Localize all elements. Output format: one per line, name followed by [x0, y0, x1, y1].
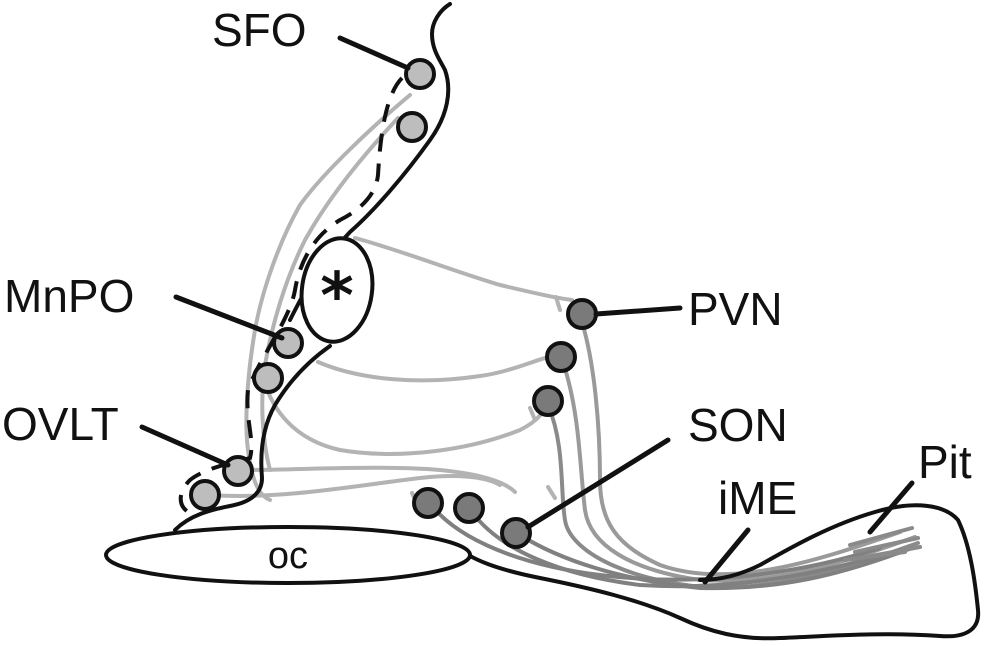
pvn-fiber-2 [564, 370, 917, 583]
fiber-to-pvn-mid [316, 354, 554, 383]
optic-chiasm-label: oc [268, 535, 308, 577]
ime-leader [702, 527, 751, 585]
pvn-neuron-3 [532, 385, 564, 417]
son-leader [525, 437, 671, 530]
son-neuron-2 [453, 492, 485, 524]
lamina-terminalis-fiber-outer [244, 93, 412, 502]
base-and-stalk [453, 503, 981, 641]
fiber-ovlt-to-son [208, 474, 502, 498]
third-ventricle-lower-wall [173, 344, 332, 532]
pvn-leader [593, 305, 683, 317]
pvn-fiber-3 [546, 403, 920, 591]
label-pvn: PVN [688, 283, 783, 335]
region-labels: SFO MnPO OVLT PVN SON iME Pit [2, 4, 972, 524]
pit-terminals [843, 526, 922, 562]
label-son: SON [688, 399, 788, 451]
sfo-neuron-1 [404, 58, 436, 90]
mnpo-leader [173, 294, 285, 341]
son-fiber-3 [518, 533, 914, 591]
pvn-neuron-2 [545, 341, 577, 373]
label-pit: Pit [918, 436, 972, 488]
label-sfo: SFO [212, 4, 307, 56]
optic-chiasm-outline [104, 525, 472, 585]
son-fiber-1 [430, 504, 882, 582]
sfo-leader [337, 35, 411, 71]
light-gray-fibers [208, 93, 574, 508]
mnpo-neuron-1 [272, 327, 304, 359]
pit-leader [867, 480, 915, 535]
light-neurons [189, 58, 436, 511]
son-neuron-3 [500, 517, 532, 549]
ticks-light [410, 295, 562, 508]
ovlt-leader [139, 424, 231, 468]
asterisk-nucleus-outline [299, 236, 375, 344]
ovlt-neuron-2 [189, 479, 221, 511]
ovlt-neuron-1 [222, 455, 254, 487]
son-neuron-1 [412, 487, 444, 519]
ependymal-dashed-line [178, 76, 404, 514]
label-mnpo: MnPO [4, 270, 134, 322]
pvn-fiber-1 [578, 314, 902, 577]
fiber-to-son-low [238, 465, 517, 494]
dark-neurons [412, 298, 598, 549]
leader-lines [139, 35, 915, 585]
label-ime: iME [718, 472, 797, 524]
dark-gray-fibers [430, 314, 922, 591]
label-ovlt: OVLT [2, 398, 119, 450]
fiber-to-pvn-upper [353, 236, 574, 302]
mnpo-neuron-2 [252, 362, 284, 394]
lamina-terminalis-fiber-inner [260, 116, 400, 472]
fiber-to-son-loop [260, 370, 550, 456]
pvn-neuron-1 [566, 298, 598, 330]
sfo-neuron-2 [396, 111, 428, 143]
asterisk-marker: * [320, 260, 353, 334]
